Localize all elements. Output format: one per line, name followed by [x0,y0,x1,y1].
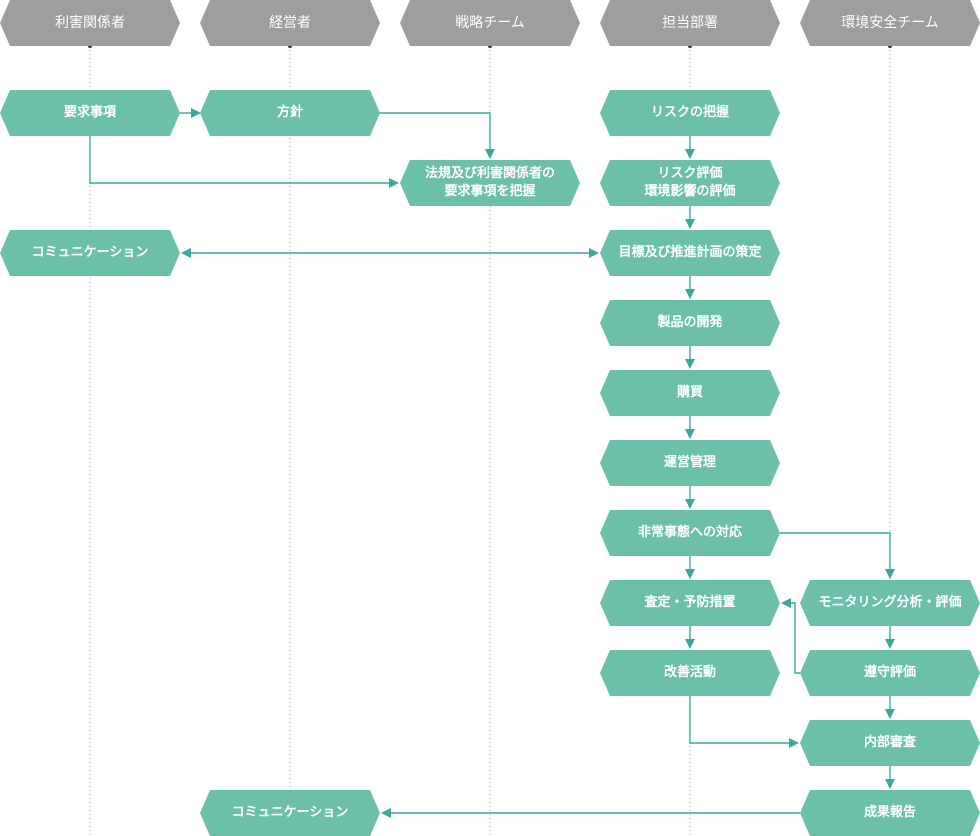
node-label-line1: リスク評価 [657,166,723,181]
node-label: 目標及び推進計画の策定 [618,245,762,260]
node-label: コミュニケーション [31,245,149,260]
node-grasp-requirements: 法規及び利害関係者の 要求事項を把握 [400,160,580,206]
node-label: 成果報告 [863,805,916,820]
arrowhead [685,289,695,299]
lane-header-label: 担当部署 [662,15,718,31]
connectors [89,112,891,814]
node-label: リスクの把握 [650,105,729,120]
lane-header-label: 経営者 [269,15,311,31]
node-policy: 方針 [200,90,380,136]
node-operation: 運営管理 [600,440,780,486]
node-label: 査定・予防措置 [644,595,736,610]
arrowhead [389,178,399,188]
connector-policy-grasp [380,112,491,151]
node-label: 非常事態への対応 [637,525,742,540]
node-label: 内部審査 [863,735,916,750]
arrowhead [781,598,791,608]
connector-emergency-monitoring [780,532,891,571]
lane-header-label: 利害関係者 [55,15,125,31]
arrowheads [181,108,895,818]
lane-header-stakeholder: 利害関係者 [0,0,180,46]
lane-header-env-safety: 環境安全チーム [800,0,980,46]
node-internal-audit: 内部審査 [800,720,980,766]
arrowhead [485,149,495,159]
node-monitoring: モニタリング分析・評価 [800,580,980,626]
node-risk-grasp: リスクの把握 [600,90,780,136]
node-label: 運営管理 [663,455,716,470]
arrowhead [685,569,695,579]
node-goal-plan: 目標及び推進計画の策定 [600,230,780,276]
node-communication-management: コミュニケーション [200,790,380,836]
arrowhead [685,499,695,509]
node-compliance: 遵守評価 [800,650,980,696]
node-label-line1: 法規及び利害関係者の [424,166,555,181]
arrowhead [589,248,599,258]
node-emergency: 非常事態への対応 [600,510,780,556]
lane-header-department: 担当部署 [600,0,780,46]
arrowhead [685,359,695,369]
arrowhead [381,808,391,818]
arrowhead [191,108,201,118]
node-label: 方針 [276,105,303,120]
node-label: 要求事項 [63,105,116,120]
node-report: 成果報告 [800,790,980,836]
arrowhead [885,639,895,649]
node-improvement: 改善活動 [600,650,780,696]
node-label: コミュニケーション [231,805,349,820]
node-label-line2: 環境影響の評価 [644,184,736,199]
arrowhead [885,779,895,789]
node-label: 遵守評価 [863,665,916,680]
node-product-development: 製品の開発 [600,300,780,346]
node-requirements: 要求事項 [0,90,180,136]
node-label-line2: 要求事項を把握 [444,184,536,199]
node-purchase: 購買 [600,370,780,416]
node-label: 購買 [676,385,703,400]
arrowhead [685,219,695,229]
lane-header-strategy: 戦略チーム [400,0,580,46]
arrowhead [885,569,895,579]
lane-header-label: 環境安全チーム [841,15,939,31]
node-risk-evaluation: リスク評価 環境影響の評価 [600,160,780,206]
connector-compliance-inspection [789,602,800,674]
node-label: モニタリング分析・評価 [818,595,962,610]
arrowhead [885,709,895,719]
node-communication-stakeholder: コミュニケーション [0,230,180,276]
arrowhead [685,429,695,439]
connector-requirements-grasp [89,136,391,184]
arrowhead [685,149,695,159]
arrowhead [789,738,799,748]
arrowhead [685,639,695,649]
arrowhead [181,248,191,258]
lane-header-management: 経営者 [200,0,380,46]
lane-header-label: 戦略チーム [455,15,525,31]
node-label: 改善活動 [663,665,716,680]
node-inspection: 査定・予防措置 [600,580,780,626]
node-label: 製品の開発 [657,315,723,330]
connector-improvement-audit [689,696,791,744]
